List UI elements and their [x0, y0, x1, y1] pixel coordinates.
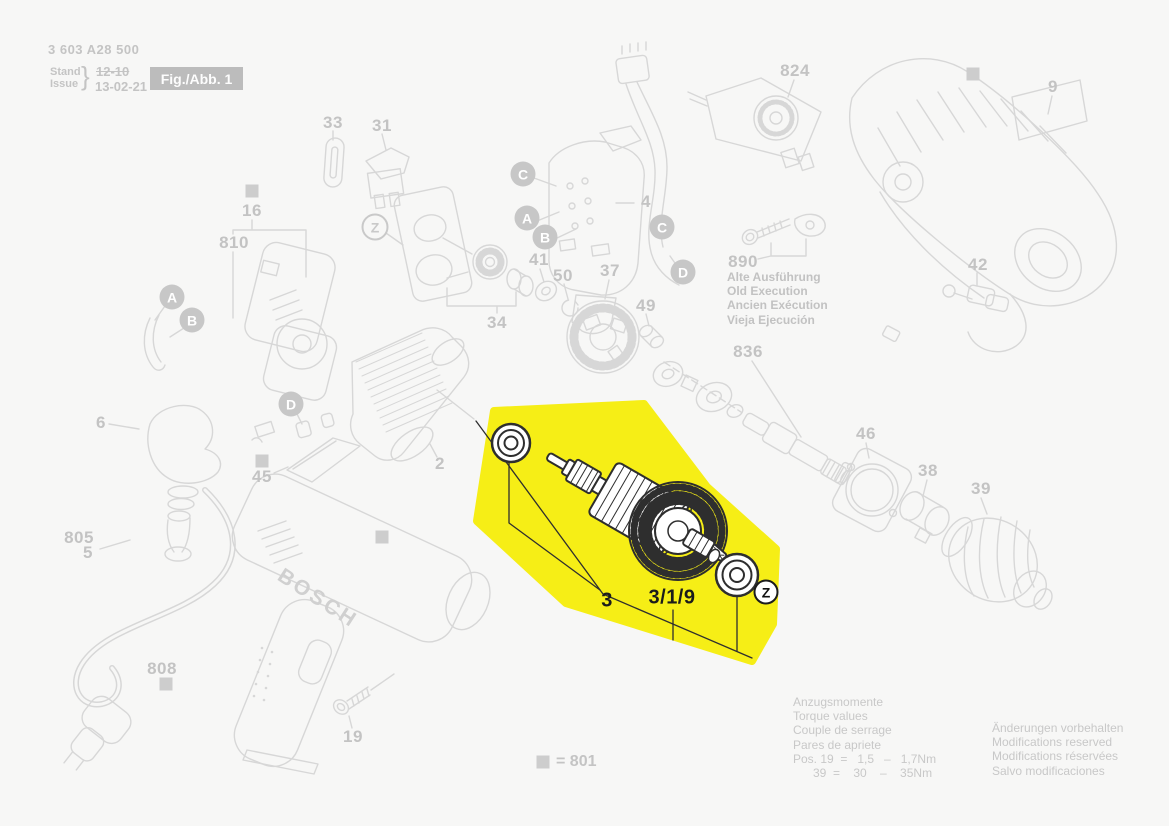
part-label-50: 50 [553, 266, 573, 285]
brace-glyph: } [81, 61, 90, 91]
ref-letter-z: Z [753, 579, 779, 605]
seal-33-switch-31-drawing [323, 130, 410, 210]
bearing-plate-34-drawing [385, 186, 534, 314]
figure-label-badge: Fig./Abb. 1 [150, 67, 243, 90]
ball-bearing-right-drawing [714, 552, 760, 598]
ref-letter-b: B [179, 307, 205, 333]
ref-letter-a: A [159, 284, 185, 310]
part-label-46: 46 [856, 424, 876, 443]
screw-890-drawing [741, 213, 826, 260]
part-label-2: 2 [435, 454, 445, 473]
part-label-42: 42 [968, 255, 988, 274]
part-label-824: 824 [780, 61, 810, 80]
modifications-note: Änderungen vorbehalten Modifications res… [992, 721, 1124, 778]
part-label-38: 38 [918, 461, 938, 480]
ref-letter-c: C [649, 214, 675, 240]
part-label-805: 805 [64, 528, 94, 547]
torque-row-pos19: Pos. 19 = 1,5 – 1,7Nm [793, 751, 937, 766]
set-marker-square [245, 184, 259, 198]
module-824-drawing [687, 77, 822, 172]
issue-date-old: 12-10 [96, 64, 130, 79]
type-number: 3 603 A28 500 [48, 42, 140, 57]
ref-letter-b: B [532, 224, 558, 250]
issue-date-new: 13-02-21 [95, 79, 148, 94]
part-label-39: 39 [971, 479, 991, 498]
wires-connector-drawing [615, 41, 680, 286]
part-label-808: 808 [147, 659, 177, 678]
legend-set-801: = 801 [556, 753, 597, 770]
old-execution-note: Alte Ausführung Old Execution Ancien Exé… [727, 270, 828, 327]
screw-19-drawing [332, 673, 395, 729]
part-label-16: 16 [242, 201, 262, 220]
part-label-34: 34 [487, 313, 507, 332]
ref-letter-z: Z [361, 213, 389, 241]
part-label-37: 37 [600, 261, 620, 280]
part-label-4: 4 [641, 192, 651, 211]
part-label-31: 31 [372, 116, 392, 135]
set-marker-square [159, 677, 173, 691]
part-label-9: 9 [1048, 77, 1058, 96]
ref-letter-c: C [510, 161, 536, 187]
part-label-33: 33 [323, 113, 343, 132]
ref-letter-d: D [278, 391, 304, 417]
stator-2-drawing [349, 327, 475, 462]
stand-issue-label: Stand Issue [50, 66, 81, 90]
ref-letter-a: A [514, 205, 540, 231]
part-label-45: 45 [252, 467, 272, 486]
brushes-and-plate-45-drawing [251, 411, 361, 483]
torque-row-pos39: 39 = 30 – 35Nm [793, 766, 933, 781]
chuck-39-drawing [941, 497, 1053, 610]
part-label-3-1-9: 3/1/9 [648, 586, 696, 609]
fan-drawing [628, 481, 728, 581]
set-marker-square [966, 67, 980, 81]
set-marker-square [255, 454, 269, 468]
spindle-836-drawing [652, 325, 901, 484]
power-cord-drawing [63, 487, 236, 771]
part-label-41: 41 [529, 250, 549, 269]
switch-4-drawing [533, 125, 645, 335]
part-label-836: 836 [733, 342, 763, 361]
drill-body-drawing [231, 473, 491, 775]
part-label-6: 6 [96, 413, 106, 432]
sleeve-38-drawing [899, 479, 950, 544]
part-label-5: 5 [83, 543, 93, 562]
part-label-3: 3 [601, 589, 613, 612]
ref-letter-d: D [670, 259, 696, 285]
ball-bearing-left-drawing [490, 422, 532, 464]
torque-values-note: Anzugsmomente Torque values Couple de se… [793, 695, 937, 781]
gear-37-parts-drawing [534, 268, 665, 374]
armature-group-drawing [475, 420, 760, 659]
motor-housing-9-drawing [848, 58, 1118, 353]
flange-46-drawing [831, 442, 913, 533]
aux-handle-drawing [108, 404, 222, 562]
part-label-49: 49 [636, 296, 656, 315]
clip-strips-drawing [143, 305, 185, 371]
set-marker-square [375, 530, 389, 544]
legend-square-icon [536, 755, 550, 769]
part-label-810: 810 [219, 233, 249, 252]
clamp-42-drawing [942, 272, 1010, 313]
part-label-890: 890 [728, 252, 758, 271]
part-label-19: 19 [343, 727, 363, 746]
